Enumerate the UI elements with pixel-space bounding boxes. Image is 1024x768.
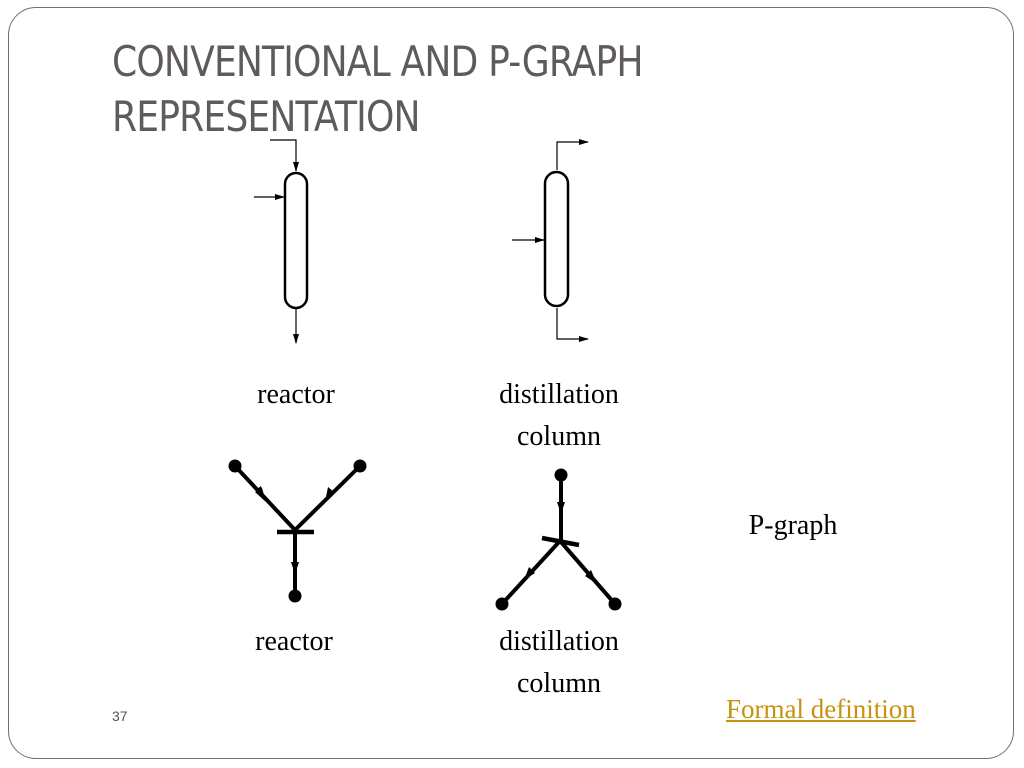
pgraph-distillation-column bbox=[495, 468, 622, 611]
pgraph-column-arrow-left bbox=[524, 567, 535, 580]
pgraph-column-label: distillation column bbox=[474, 621, 644, 705]
conventional-column-label: distillation column bbox=[474, 374, 644, 458]
slide-title-line-1: CONVENTIONAL AND P-GRAPH bbox=[112, 37, 644, 86]
pgraph-reactor bbox=[228, 459, 367, 603]
conventional-reactor-label-text: reactor bbox=[257, 379, 335, 410]
conventional-reactor-label: reactor bbox=[236, 374, 356, 416]
pgraph-reactor-material-right bbox=[353, 459, 367, 473]
pgraph-column-material-right bbox=[608, 597, 622, 611]
pgraph-column-material-left bbox=[495, 597, 509, 611]
pgraph-column-material-feed bbox=[554, 468, 568, 482]
column-top-product-arrow bbox=[556, 139, 589, 170]
conventional-reactor bbox=[254, 139, 309, 344]
pgraph-column-operating-unit bbox=[541, 535, 580, 548]
pgraph-column-arrow-input bbox=[557, 502, 565, 514]
pgraph-reactor-arrow-left bbox=[255, 486, 266, 502]
pgraph-reactor-label-text: reactor bbox=[255, 626, 333, 657]
conventional-column-label-line-2: column bbox=[517, 421, 601, 452]
pgraph-reactor-arrow-output bbox=[291, 562, 299, 574]
pgraph-column-label-line-2: column bbox=[517, 668, 601, 699]
pgraph-side-label: P-graph bbox=[730, 505, 856, 547]
reactor-vessel bbox=[283, 171, 309, 310]
pgraph-column-arrow-right bbox=[585, 570, 597, 584]
pgraph-reactor-material-left bbox=[228, 459, 242, 473]
pgraph-reactor-label: reactor bbox=[234, 621, 354, 663]
slide-frame bbox=[8, 7, 1014, 759]
pgraph-reactor-input-edge-left bbox=[233, 464, 297, 532]
conventional-distillation-column bbox=[512, 139, 589, 342]
conventional-column-label-line-1: distillation bbox=[499, 379, 619, 410]
column-vessel bbox=[543, 170, 570, 308]
pgraph-reactor-material-product bbox=[288, 589, 302, 603]
reactor-top-feed-arrow bbox=[270, 139, 299, 172]
column-bottom-product-arrow bbox=[556, 308, 589, 342]
formal-definition-link[interactable]: Formal definition bbox=[726, 694, 916, 724]
slide-title-line-2: REPRESENTATION bbox=[112, 92, 421, 141]
pgraph-side-label-text: P-graph bbox=[748, 510, 838, 541]
pgraph-column-label-line-1: distillation bbox=[499, 626, 619, 657]
pgraph-reactor-arrow-right bbox=[325, 487, 334, 502]
slide-number: 37 bbox=[112, 708, 128, 724]
slide-title: CONVENTIONAL AND P-GRAPH REPRESENTATION bbox=[112, 34, 644, 144]
